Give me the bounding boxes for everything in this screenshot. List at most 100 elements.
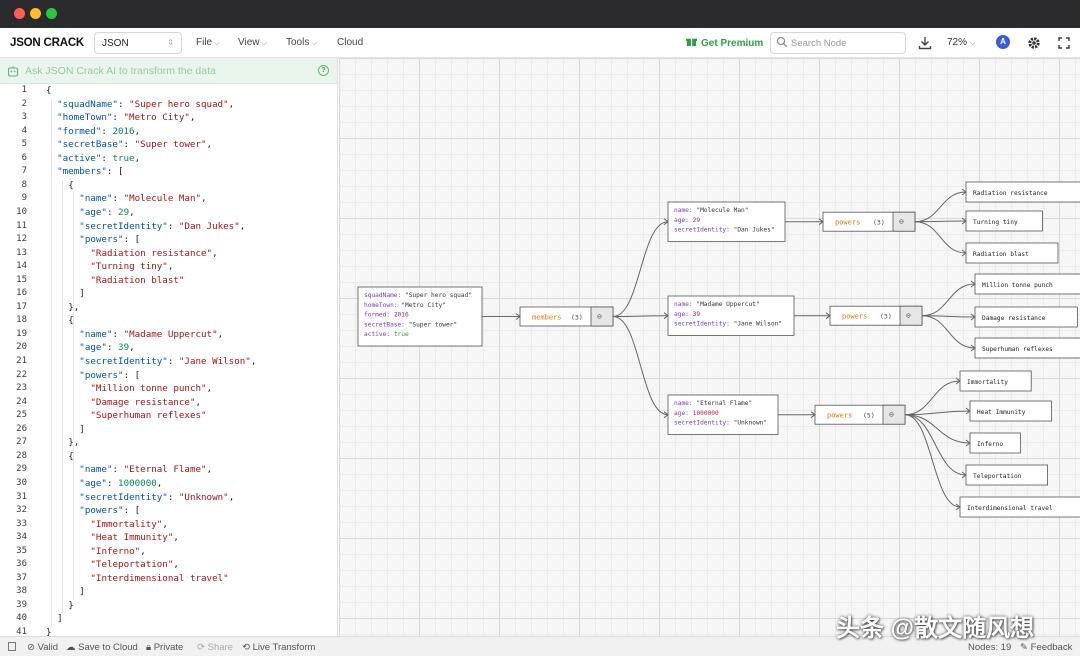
code-line: "Radiation blast" — [90, 275, 184, 286]
node-value: "Molecule Man" — [696, 207, 748, 214]
json-punct: { — [46, 85, 52, 96]
collapse-button[interactable] — [892, 211, 916, 232]
graph-edge — [612, 316, 669, 416]
gear-icon[interactable] — [1026, 35, 1042, 51]
json-key: "secretIdentity" — [79, 356, 168, 367]
fullscreen-icon[interactable] — [1056, 35, 1072, 51]
json-string: "Damage resistance" — [90, 396, 196, 408]
json-punct: , — [217, 328, 224, 340]
graph-canvas[interactable]: squadName: "Super hero squad"homeTown: "… — [339, 58, 1080, 636]
code-line: "Interdimensional travel" — [90, 573, 228, 584]
minimize-window-button[interactable] — [30, 8, 41, 19]
get-premium-button[interactable]: Get Premium — [686, 36, 763, 49]
child-count: (5) — [863, 412, 875, 420]
child-count: (3) — [571, 314, 583, 322]
node-key: name: "Madame Uppercut" — [674, 301, 760, 308]
arrow-icon — [970, 313, 976, 321]
leaf-node-label: Radiation resistance — [973, 190, 1048, 197]
leaf-node-label: Heat Immunity — [977, 409, 1026, 416]
node-value: "Dan Jukes" — [734, 227, 775, 234]
hero-node[interactable] — [667, 295, 795, 336]
download-icon[interactable] — [917, 35, 933, 51]
json-string: "Jane Wilson" — [178, 356, 251, 367]
line-number: 4 — [21, 125, 27, 136]
hero-node[interactable] — [667, 201, 786, 242]
menu-cloud-label: Cloud — [337, 37, 364, 48]
collapse-button[interactable] — [882, 404, 906, 425]
line-number: 18 — [16, 315, 27, 326]
node-key: active: true — [364, 331, 409, 338]
json-string: "Madame Uppercut" — [123, 328, 218, 340]
search-icon — [776, 36, 788, 48]
line-number: 2 — [21, 98, 27, 109]
node-value: "Unknown" — [734, 420, 768, 427]
line-number: 21 — [16, 356, 27, 366]
json-string: "Metro City" — [123, 112, 190, 124]
ai-prompt-bar[interactable]: Ask JSON Crack AI to transform the data … — [0, 58, 337, 84]
json-string: "Turning tiny" — [90, 261, 168, 273]
panel-toggle-icon[interactable] — [8, 642, 16, 651]
json-punct: ] — [79, 288, 85, 300]
graph-edge — [921, 315, 976, 318]
leaf-node-label: Damage resistance — [982, 315, 1046, 322]
json-punct: , — [206, 383, 213, 395]
collapse-button[interactable] — [590, 306, 614, 327]
code-line: "Immortality", — [90, 519, 167, 530]
json-key: "powers" — [79, 234, 124, 246]
gift-icon — [686, 38, 697, 47]
arrow-icon — [961, 471, 967, 479]
close-window-button[interactable] — [14, 8, 25, 19]
json-punct: , — [189, 112, 196, 124]
graph-edge — [914, 220, 967, 223]
save-to-cloud-button[interactable]: ☁ Save to Cloud — [66, 642, 138, 653]
parent-node-label: powers — [842, 313, 867, 321]
json-key: "homeTown" — [57, 112, 113, 124]
search-node-input[interactable]: Search Node — [770, 32, 906, 54]
json-key: "powers" — [79, 505, 124, 517]
line-number: 24 — [16, 396, 27, 407]
line-number: 32 — [16, 505, 27, 516]
line-number: 36 — [16, 559, 27, 570]
graph-edge — [904, 414, 971, 444]
node-value: true — [394, 331, 409, 338]
code-line: ] — [57, 613, 63, 624]
json-punct: { — [68, 315, 74, 327]
private-button[interactable]: 🔒︎ Private — [146, 642, 183, 653]
collapse-button[interactable] — [899, 305, 923, 326]
json-key: "secretIdentity" — [79, 491, 168, 503]
json-punct: { — [68, 179, 74, 191]
json-code-editor[interactable]: 1{2"squadName": "Super hero squad",3"hom… — [0, 84, 337, 638]
app-logo[interactable]: JSON CRACK — [10, 37, 85, 49]
account-avatar[interactable]: A — [996, 35, 1010, 49]
menu-cloud[interactable]: Cloud — [337, 37, 363, 48]
menu-tools[interactable]: Tools⌵ — [286, 37, 317, 48]
leaf-node-label: Teleportation — [973, 473, 1022, 480]
arrow-icon — [515, 313, 521, 320]
menu-view[interactable]: View⌵ — [238, 37, 267, 48]
json-string: "Radiation resistance" — [90, 247, 213, 259]
json-punct: , — [206, 464, 213, 476]
help-icon[interactable]: ? — [318, 65, 329, 76]
code-line: "secretIdentity": "Dan Jukes", — [79, 221, 245, 232]
feedback-link[interactable]: ✎ Feedback — [1020, 642, 1072, 653]
code-line: "name": "Molecule Man", — [79, 193, 206, 204]
child-count: (3) — [873, 219, 885, 227]
json-punct: : — [101, 125, 113, 137]
json-string: "Eternal Flame" — [123, 464, 207, 476]
check-circle-icon: ⊘ — [27, 642, 35, 653]
root-node[interactable] — [357, 286, 483, 347]
node-count: Nodes: 19 — [968, 642, 1012, 653]
zoom-select[interactable]: 72%⌵ — [947, 37, 975, 48]
json-punct: , — [140, 545, 146, 557]
share-button[interactable]: ⟳ Share — [197, 642, 233, 653]
live-transform-toggle[interactable]: ⟲ Live Transform — [242, 642, 315, 653]
hero-node[interactable] — [667, 394, 779, 435]
json-key: "secretIdentity" — [79, 220, 168, 232]
menu-file[interactable]: File⌵ — [196, 37, 219, 48]
maximize-window-button[interactable] — [46, 8, 57, 19]
node-value: "Metro City" — [401, 302, 446, 309]
json-punct: , — [167, 261, 174, 273]
format-select[interactable]: JSON⇳ — [94, 32, 182, 54]
indent-guide — [62, 179, 63, 614]
json-punct: } — [68, 599, 74, 611]
